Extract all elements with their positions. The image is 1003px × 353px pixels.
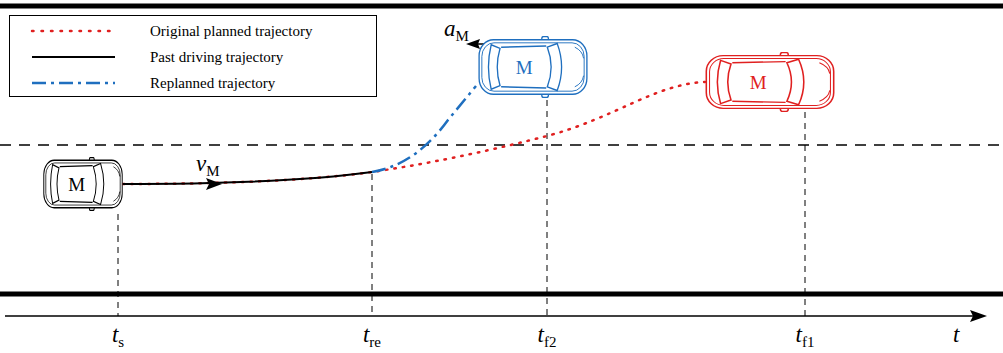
- time-marker: [805, 112, 806, 316]
- axis-label: t: [953, 323, 959, 346]
- car-outline: [705, 52, 835, 112]
- subscript-text: M: [206, 163, 219, 179]
- symbol-text: t: [538, 322, 544, 347]
- car-part: [706, 56, 833, 109]
- car-part: [51, 165, 59, 204]
- road-edge: [0, 292, 1003, 297]
- time-label: tf1: [796, 323, 815, 346]
- car-part: [93, 163, 103, 204]
- past-trajectory: [123, 172, 372, 184]
- subscript-text: re: [369, 334, 381, 350]
- car-node: M: [478, 36, 588, 98]
- car-part: [710, 59, 831, 106]
- acceleration-label: aM: [444, 17, 469, 40]
- car-part: [819, 63, 829, 101]
- car-label: M: [750, 73, 767, 92]
- legend-sample: [32, 56, 115, 58]
- velocity-arrowhead: [206, 178, 222, 190]
- time-axis: [5, 315, 975, 317]
- legend-sample: [32, 30, 115, 33]
- subscript-text: f2: [544, 334, 557, 350]
- road-edge: [0, 4, 1003, 9]
- car-part: [732, 62, 785, 103]
- car-part: [717, 60, 731, 103]
- subscript-text: s: [118, 334, 124, 350]
- car-part: [501, 46, 546, 88]
- car-part: [44, 160, 122, 208]
- time-label: ts: [112, 323, 124, 346]
- legend-text: Replanned trajectory: [150, 76, 275, 91]
- axis-arrowhead: [970, 310, 987, 322]
- symbol-text: a: [444, 16, 456, 41]
- time-marker: [372, 174, 373, 316]
- car-part: [479, 40, 587, 95]
- car-outline: [478, 36, 588, 98]
- car-node: M: [705, 52, 835, 112]
- subscript-text: M: [456, 28, 469, 44]
- velocity-label: vM: [196, 152, 220, 175]
- lane-divider: [0, 144, 1003, 145]
- legend-box: Original planned trajectoryPast driving …: [9, 15, 377, 97]
- time-marker: [118, 214, 119, 316]
- time-label: tre: [363, 323, 381, 346]
- car-part: [46, 163, 120, 205]
- car-part: [547, 43, 561, 90]
- car-part: [482, 43, 584, 91]
- time-marker: [547, 100, 548, 316]
- legend-text: Original planned trajectory: [150, 24, 312, 39]
- time-label: tf2: [538, 323, 557, 346]
- symbol-text: t: [112, 322, 118, 347]
- legend-text: Past driving trajectory: [150, 50, 283, 65]
- car-part: [575, 47, 584, 87]
- car-part: [787, 59, 804, 105]
- car-node: M: [43, 157, 123, 211]
- legend-sample: [32, 82, 115, 85]
- symbol-text: t: [796, 322, 802, 347]
- symbol-text: v: [196, 151, 206, 176]
- car-part: [488, 45, 500, 90]
- subscript-text: f1: [802, 334, 815, 350]
- symbol-text: t: [363, 322, 369, 347]
- car-label: M: [516, 58, 533, 77]
- symbol-text: t: [953, 322, 959, 347]
- original-trajectory: [123, 82, 705, 184]
- car-label: M: [68, 175, 85, 194]
- car-part: [113, 167, 119, 202]
- replanned-trajectory: [372, 86, 476, 172]
- car-part: [60, 166, 93, 203]
